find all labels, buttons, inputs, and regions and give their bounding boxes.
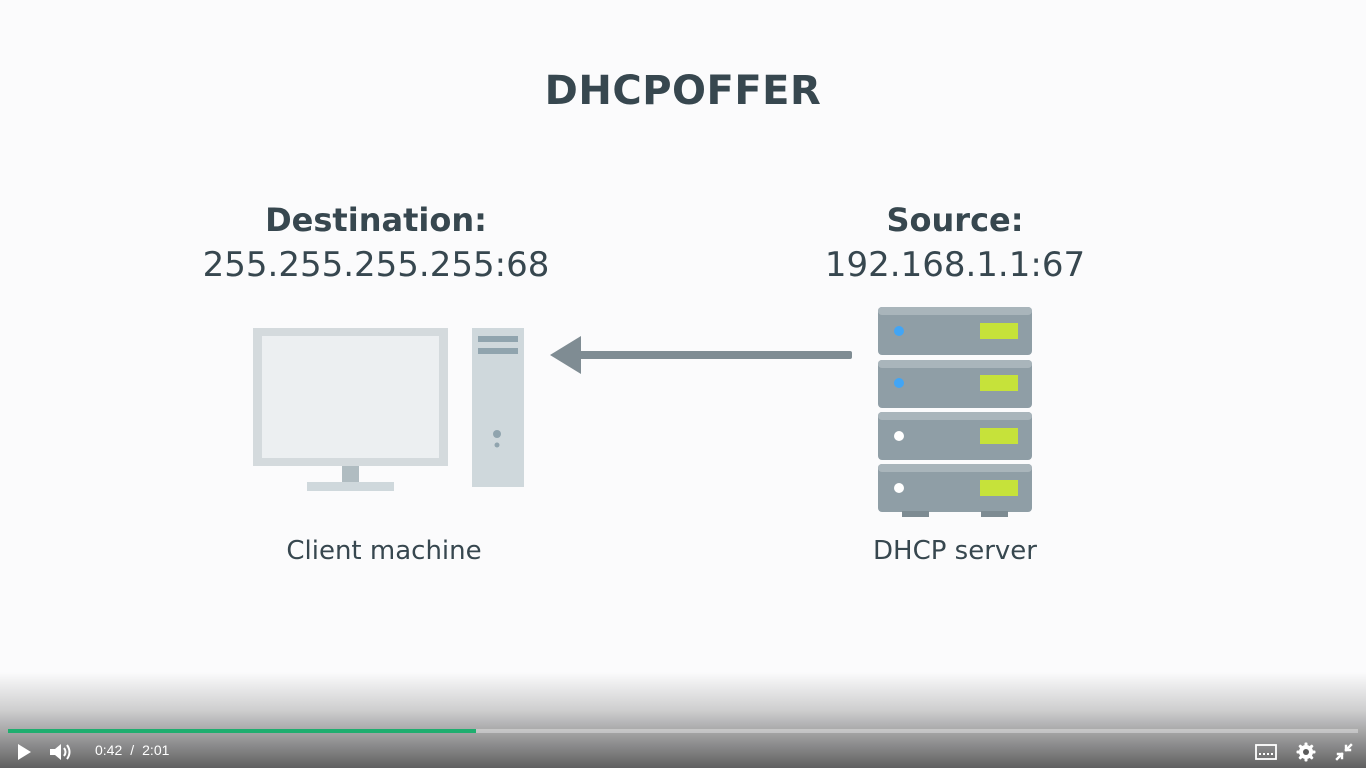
volume-icon xyxy=(50,743,71,760)
captions-button[interactable] xyxy=(1250,735,1282,768)
player-controls-overlay xyxy=(0,672,1366,768)
captions-icon xyxy=(1255,743,1277,760)
client-caption: Client machine xyxy=(286,536,482,566)
server-rack-icon xyxy=(878,307,1032,517)
destination-label: Destination: 255.255.255.255:68 xyxy=(166,198,586,288)
source-address: 192.168.1.1:67 xyxy=(824,245,1086,285)
settings-button[interactable] xyxy=(1292,735,1320,768)
play-button[interactable] xyxy=(10,735,38,768)
computer-tower-icon xyxy=(472,328,524,487)
duration: 2:01 xyxy=(142,742,170,758)
play-icon xyxy=(18,743,31,760)
current-time: 0:42 xyxy=(95,742,123,758)
monitor-icon xyxy=(253,328,448,491)
volume-button[interactable] xyxy=(46,735,76,768)
destination-heading: Destination: xyxy=(265,201,487,239)
source-heading: Source: xyxy=(886,201,1024,239)
server-caption: DHCP server xyxy=(873,536,1037,566)
time-separator: / xyxy=(130,742,135,758)
progress-bar[interactable] xyxy=(8,729,1358,733)
player-control-bar: 0:42 / 2:01 xyxy=(0,735,1366,768)
exit-fullscreen-icon xyxy=(1335,742,1353,761)
arrow-left-icon xyxy=(550,336,852,374)
settings-icon xyxy=(1296,742,1316,761)
time-display: 0:42 / 2:01 xyxy=(95,742,169,758)
source-label: Source: 192.168.1.1:67 xyxy=(745,198,1165,288)
exit-fullscreen-button[interactable] xyxy=(1330,735,1358,768)
slide-title: DHCPOFFER xyxy=(544,68,822,114)
progress-played xyxy=(8,729,477,733)
destination-address: 255.255.255.255:68 xyxy=(202,245,550,285)
